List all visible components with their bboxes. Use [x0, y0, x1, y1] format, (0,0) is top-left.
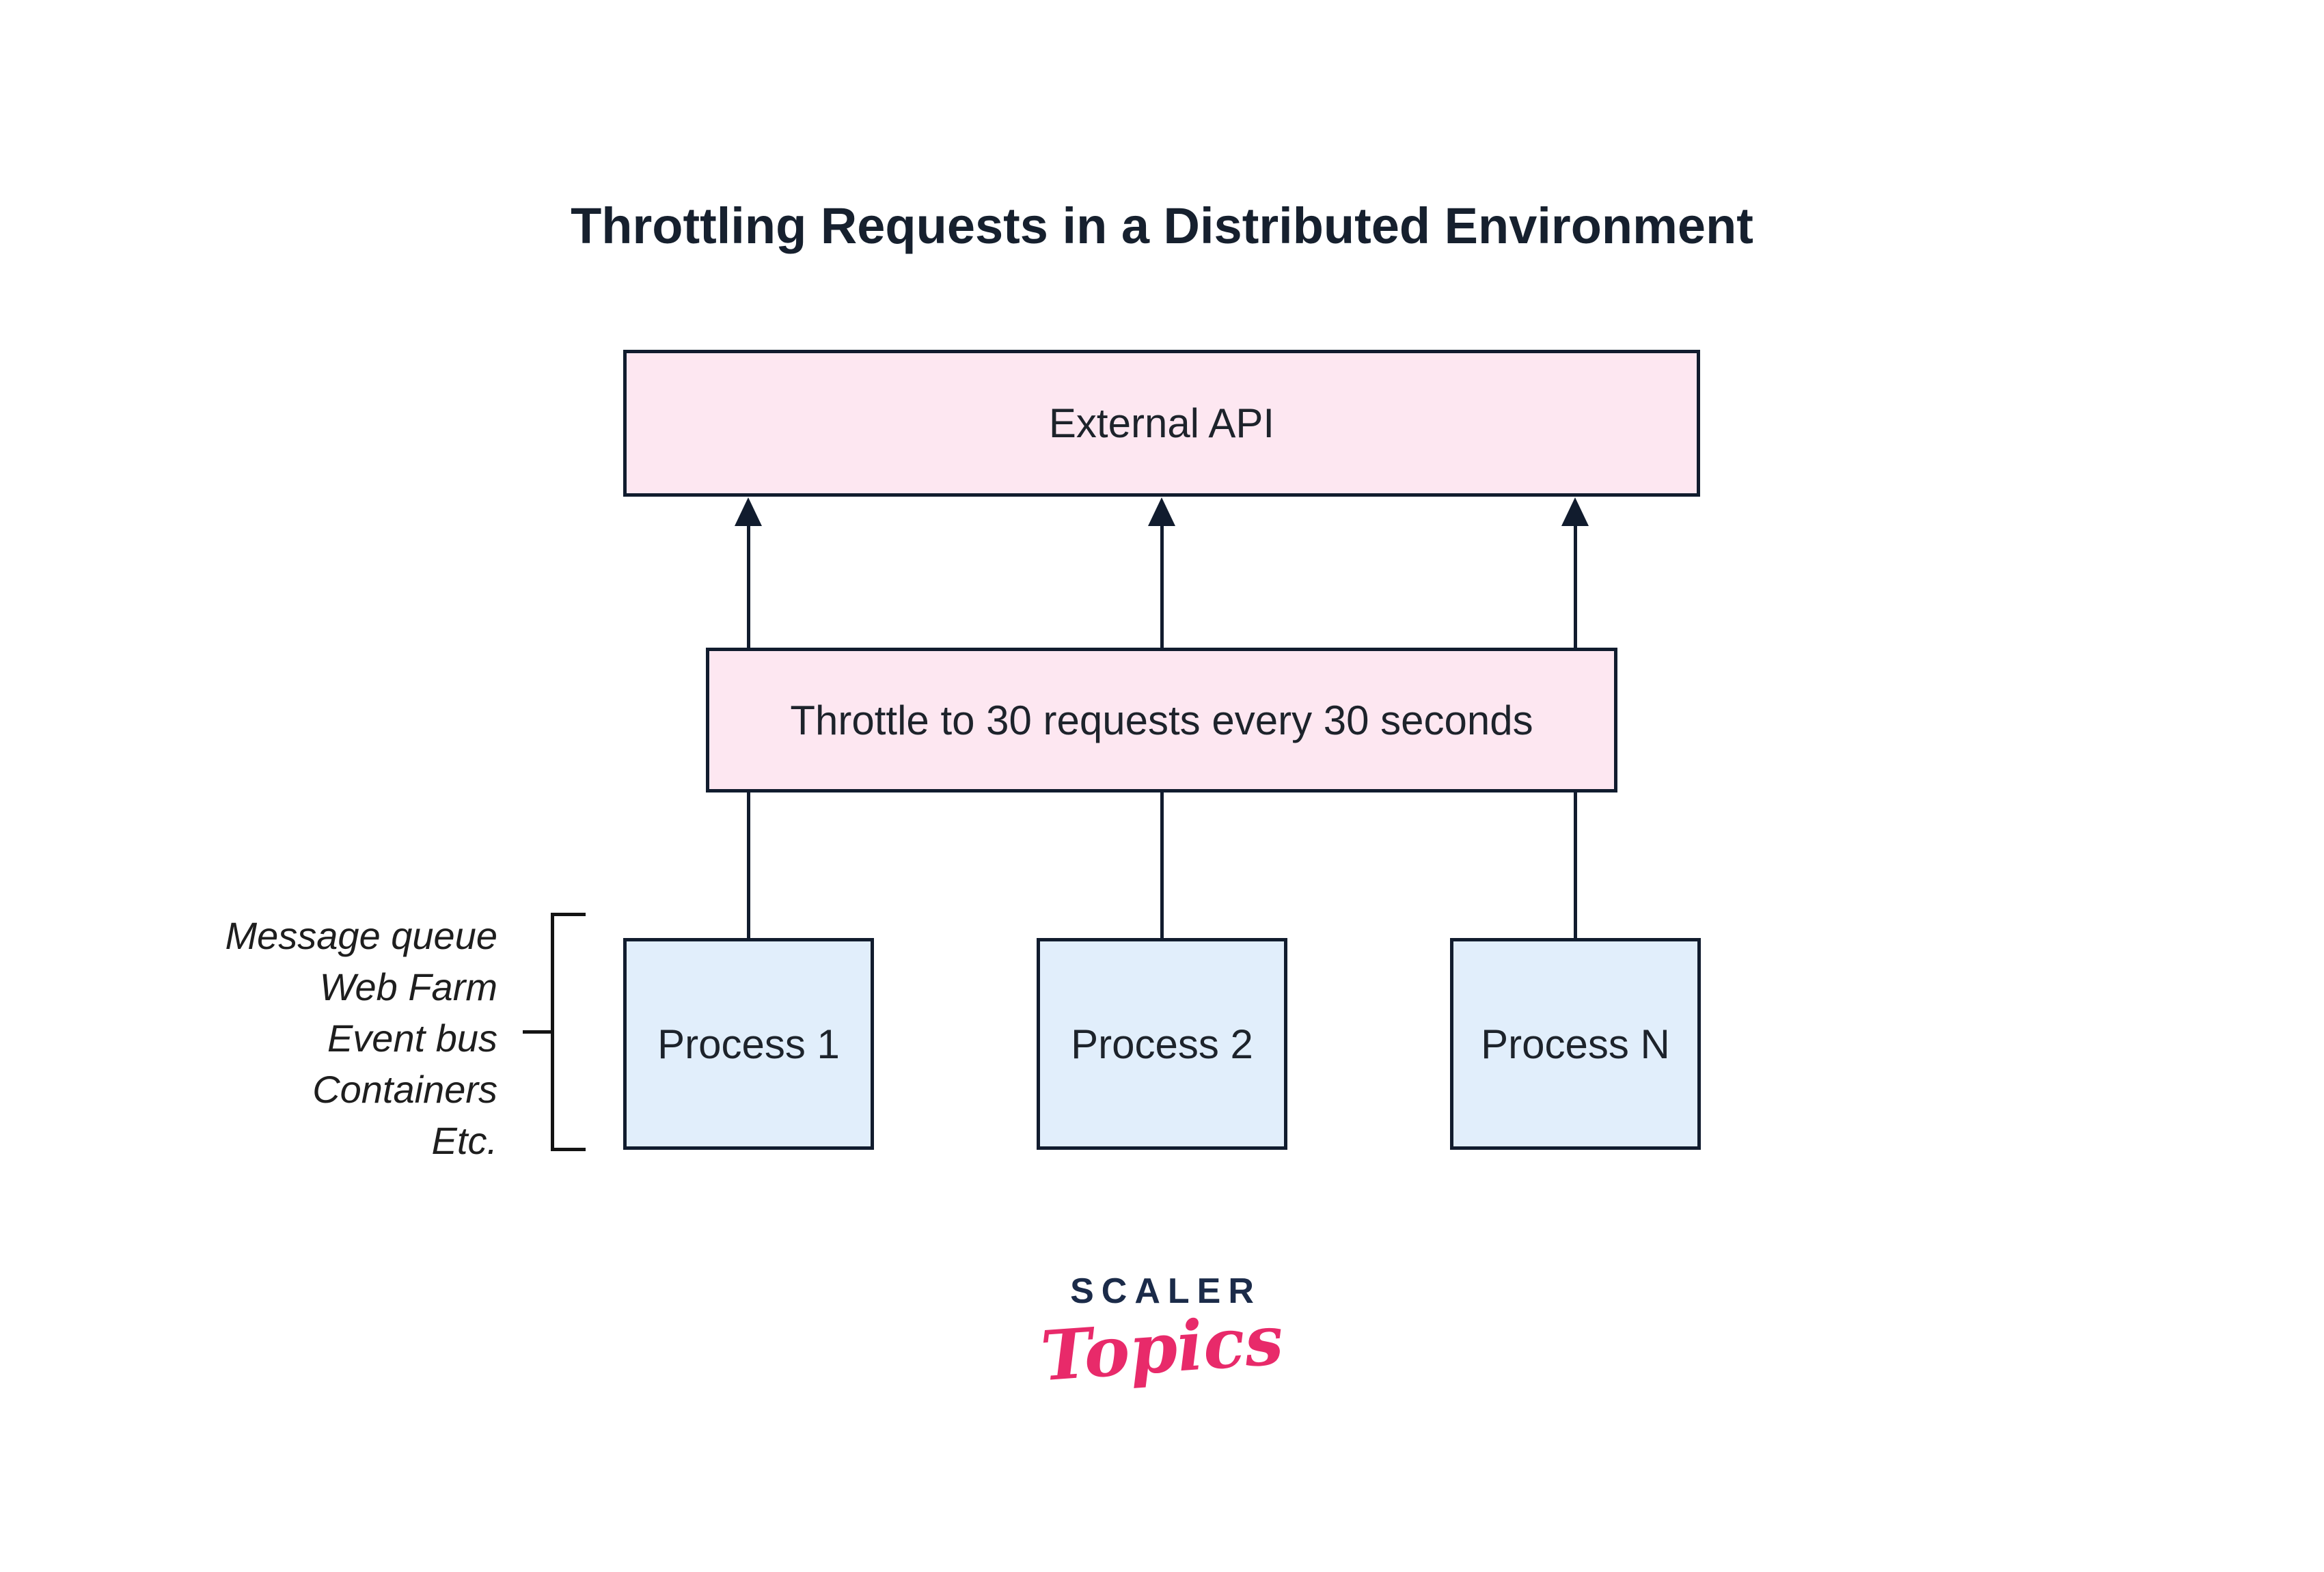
bracket-icon — [551, 913, 554, 1151]
connector-line — [747, 521, 750, 648]
process-2-label: Process 2 — [1071, 1021, 1253, 1067]
bracket-icon — [551, 1148, 586, 1151]
logo-brand-text: SCALER — [1070, 1271, 1261, 1311]
bracket-icon — [523, 1030, 551, 1034]
side-label: Containers — [312, 1068, 497, 1111]
connector-line — [747, 792, 750, 938]
side-label: Web Farm — [319, 965, 497, 1008]
process-1-label: Process 1 — [657, 1021, 840, 1067]
side-label: Etc. — [431, 1119, 497, 1162]
side-label: Message queue — [225, 914, 497, 957]
process-n-box: Process N — [1450, 938, 1701, 1150]
process-1-box: Process 1 — [623, 938, 874, 1150]
scaler-topics-logo: SCALER Topics — [0, 1271, 2324, 1396]
connector-line — [1574, 792, 1577, 938]
side-label-list: Message queue Web Farm Event bus Contain… — [205, 910, 497, 1166]
logo-sub-brand-text: Topics — [1038, 1299, 1286, 1397]
connector-line — [1574, 521, 1577, 648]
external-api-box: External API — [623, 350, 1700, 497]
throttle-label: Throttle to 30 requests every 30 seconds — [790, 697, 1533, 743]
external-api-label: External API — [1048, 400, 1275, 446]
process-2-box: Process 2 — [1037, 938, 1287, 1150]
diagram-title: Throttling Requests in a Distributed Env… — [571, 197, 1753, 254]
connector-line — [1160, 521, 1164, 648]
side-label: Event bus — [327, 1017, 497, 1060]
bracket-icon — [551, 913, 586, 916]
process-n-label: Process N — [1481, 1021, 1670, 1067]
throttle-box: Throttle to 30 requests every 30 seconds — [706, 648, 1617, 792]
connector-line — [1160, 792, 1164, 938]
